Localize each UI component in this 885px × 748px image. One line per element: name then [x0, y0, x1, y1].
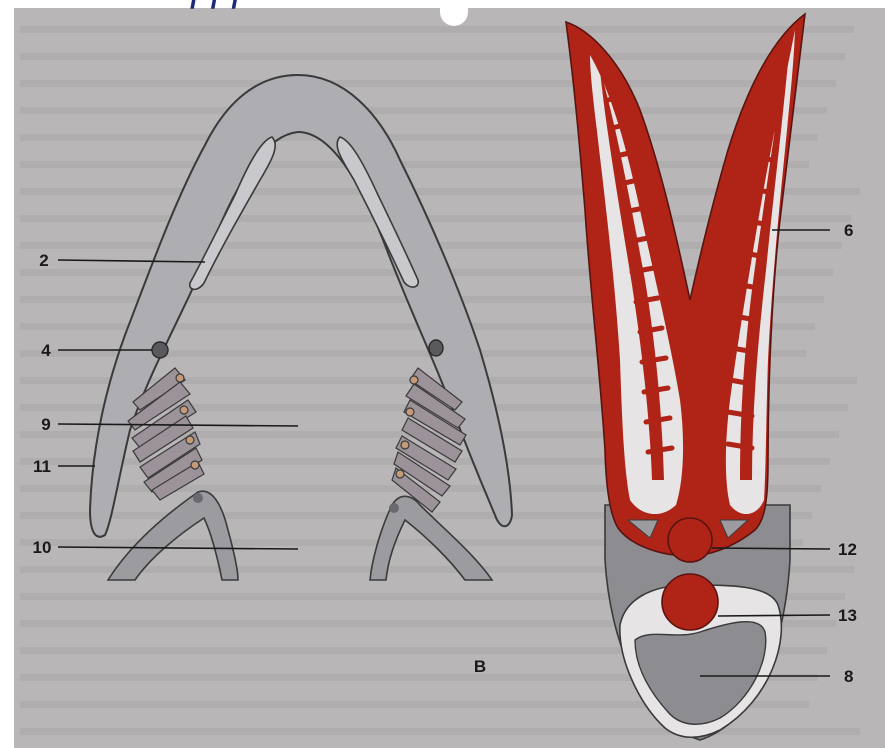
label-6: 6	[844, 221, 853, 240]
right-figure: 6 12 13 8	[566, 14, 857, 740]
label-9: 9	[41, 415, 50, 434]
label-12: 12	[838, 540, 857, 559]
lower-arch-left-node	[193, 493, 203, 503]
figure-letter-b: B	[474, 657, 486, 676]
foramen-left	[152, 342, 168, 358]
afferent-vessel	[668, 518, 712, 562]
label-2: 2	[39, 251, 48, 270]
lower-arch-left	[108, 491, 238, 580]
left-figure: 2 4 9 11 10	[33, 75, 512, 580]
lower-arch-right-node	[389, 503, 399, 513]
foramen-right	[429, 340, 443, 356]
efferent-vessel	[662, 574, 718, 630]
label-11: 11	[33, 457, 51, 476]
label-10: 10	[33, 538, 52, 557]
label-13: 13	[838, 606, 857, 625]
label-8: 8	[844, 667, 853, 686]
label-4: 4	[41, 341, 51, 360]
